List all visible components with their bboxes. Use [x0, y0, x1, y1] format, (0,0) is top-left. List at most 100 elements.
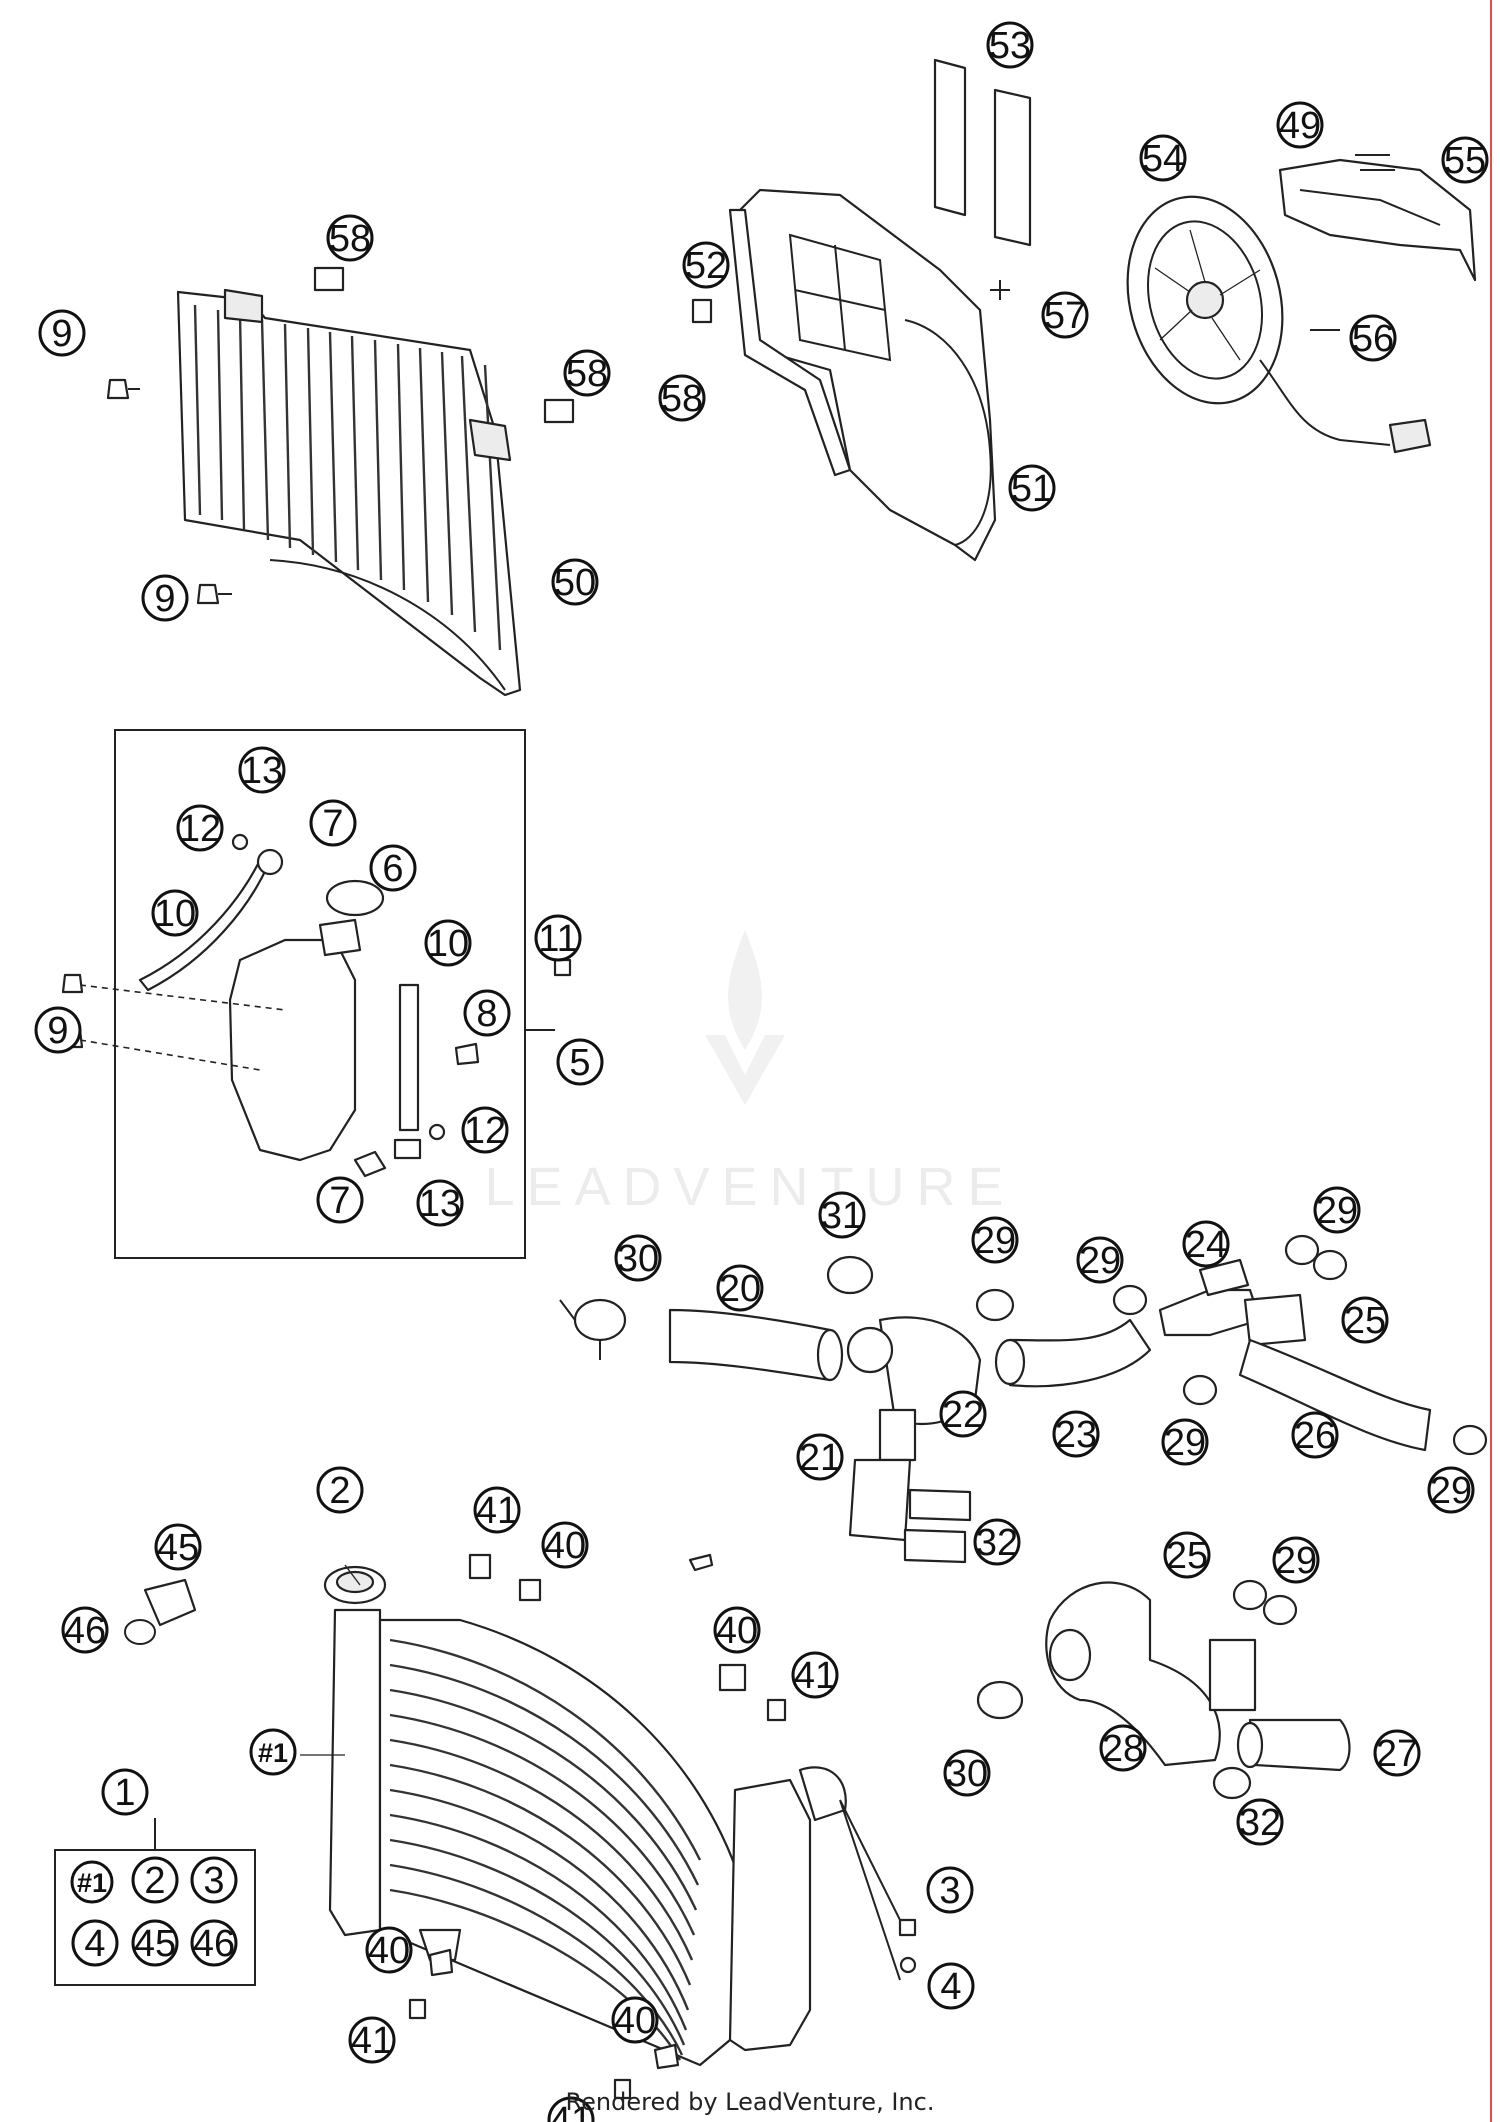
callout-circle	[1313, 1186, 1361, 1234]
callout-10: 10	[151, 889, 199, 937]
callout-4: 4	[71, 1919, 119, 1967]
callout-number: 10	[427, 923, 469, 965]
callout-circle	[141, 574, 189, 622]
callout-number: 9	[154, 578, 175, 620]
callout-number: 57	[1044, 295, 1086, 337]
callout-circle	[658, 374, 706, 422]
callout-number: 56	[1352, 318, 1394, 360]
callout-number: 12	[179, 808, 221, 850]
callout-3: 3	[926, 1866, 974, 1914]
callout-2: 2	[131, 1856, 179, 1904]
filter-plates	[933, 58, 1032, 247]
callout-9: 9	[34, 1006, 82, 1054]
callout-circle	[101, 1768, 149, 1816]
callout-58: 58	[563, 349, 611, 397]
callout-52: 52	[682, 241, 730, 289]
callout-number: 10	[154, 893, 196, 935]
callout-number: 29	[1079, 1240, 1121, 1282]
lower-hoses	[976, 1579, 1351, 1800]
page-edge-line	[1490, 0, 1492, 2122]
callout-9: 9	[141, 574, 189, 622]
callout-number: 30	[946, 1753, 988, 1795]
callout-12: 12	[461, 1106, 509, 1154]
callout-20: 20	[716, 1264, 764, 1312]
callout-40: 40	[611, 1996, 659, 2044]
callout-circle	[1099, 1724, 1147, 1772]
callout-55: 55	[1441, 136, 1489, 184]
callout-circle	[611, 1996, 659, 2044]
callout-circle	[547, 2096, 595, 2122]
callout-circle	[424, 919, 472, 967]
callout-number: 13	[241, 750, 283, 792]
callout-24: 24	[1182, 1220, 1230, 1268]
callout-number: 40	[614, 2000, 656, 2042]
callout-circle	[986, 21, 1034, 69]
callout-circle	[926, 1866, 974, 1914]
callout-46: 46	[190, 1919, 238, 1967]
callout-number: 12	[464, 1110, 506, 1152]
callout-circle	[61, 1606, 109, 1654]
callout-29: 29	[1427, 1466, 1475, 1514]
callout-circle	[791, 1651, 839, 1699]
callout-number: 29	[1164, 1422, 1206, 1464]
callout-56: 56	[1349, 314, 1397, 362]
callout-circle	[1161, 1418, 1209, 1466]
callout-circle	[1441, 136, 1489, 184]
callout-number: 58	[329, 218, 371, 260]
callout-circle	[534, 914, 582, 962]
callout-number: 41	[351, 2020, 393, 2062]
callout-circle	[563, 349, 611, 397]
callout-number: 53	[989, 25, 1031, 67]
callout-circle	[309, 799, 357, 847]
callout-circle	[927, 1962, 975, 2010]
callout-circle	[713, 1606, 761, 1654]
callout-number: 7	[322, 803, 343, 845]
leadventure-watermark: LEADVENTURE	[484, 930, 1004, 1217]
callout-number: 23	[1055, 1414, 1097, 1456]
callout-circle	[1182, 1220, 1230, 1268]
callout-number: 7	[329, 1180, 350, 1222]
callout-number: 58	[566, 353, 608, 395]
callout-circle	[716, 1264, 764, 1312]
callout-number: 6	[382, 848, 403, 890]
callout-2: 2	[316, 1466, 364, 1514]
callout-13: 13	[238, 746, 286, 794]
callout-circle	[1008, 464, 1056, 512]
callout-30: 30	[943, 1749, 991, 1797]
fan-shroud-grille	[176, 288, 522, 697]
callout-number: 28	[1102, 1728, 1144, 1770]
callout-number: 51	[1011, 468, 1053, 510]
callout-number: 32	[976, 1522, 1018, 1564]
callout-32: 32	[1236, 1798, 1284, 1846]
callout-number: #1	[77, 1868, 107, 1898]
callout-circle	[1236, 1798, 1284, 1846]
callout-40: 40	[713, 1606, 761, 1654]
callout-circle	[176, 804, 224, 852]
top-fasteners	[106, 154, 1395, 605]
callout-28: 28	[1099, 1724, 1147, 1772]
callout-41: 41	[791, 1651, 839, 1699]
callout-25: 25	[1163, 1531, 1211, 1579]
callout-circle	[1272, 1536, 1320, 1584]
callout-54: 54	[1139, 134, 1187, 182]
callout-circle	[1427, 1466, 1475, 1514]
callout-circle	[461, 1106, 509, 1154]
callout-number: 9	[51, 313, 72, 355]
callout-number: 54	[1142, 138, 1184, 180]
callout-number: 58	[661, 378, 703, 420]
callout-number: 45	[157, 1527, 199, 1569]
callout-number: 49	[1279, 105, 1321, 147]
callout-circle	[682, 241, 730, 289]
callout-9: 9	[38, 309, 86, 357]
callout-number: 41	[476, 1490, 518, 1532]
callout-circle	[943, 1749, 991, 1797]
callout-32: 32	[973, 1518, 1021, 1566]
callout-41: 41	[348, 2016, 396, 2064]
callout-49: 49	[1276, 101, 1324, 149]
callout-circle	[1076, 1236, 1124, 1284]
callout-58: 58	[658, 374, 706, 422]
callout-circle	[1373, 1729, 1421, 1777]
callout-circle	[369, 844, 417, 892]
callout-57: 57	[1041, 291, 1089, 339]
